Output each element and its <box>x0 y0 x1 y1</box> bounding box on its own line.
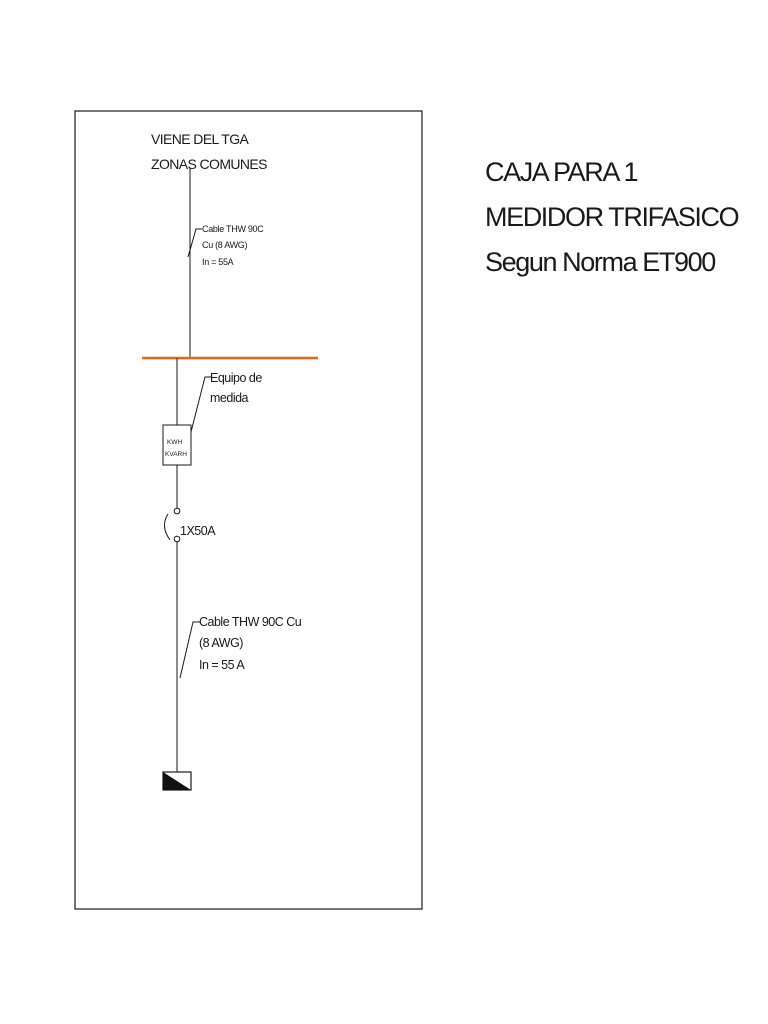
cable-bottom-line2: (8 AWG) <box>199 636 243 650</box>
meter-label-line2: medida <box>210 391 249 405</box>
source-label-line1: VIENE DEL TGA <box>151 131 249 147</box>
meter-label-line1: Equipo de <box>210 371 262 385</box>
meter-unit-kwh: KWH <box>167 439 182 446</box>
meter-unit-kvarh: KVARH <box>165 451 187 458</box>
title-line1: CAJA PARA 1 <box>485 157 638 187</box>
kwh-meter-icon: KWH KVARH <box>162 424 192 466</box>
cable-bottom-line3: In = 55 A <box>199 658 245 672</box>
title-line3: Segun Norma ET900 <box>485 247 715 277</box>
source-label-line2: ZONAS COMUNES <box>151 156 267 172</box>
breaker-icon <box>164 507 181 543</box>
cable-bottom-line1: Cable THW 90C Cu <box>199 615 302 629</box>
cable-top-line3: In = 55A <box>202 257 234 267</box>
cable-top-leader <box>187 228 202 258</box>
drawing-frame <box>74 110 423 910</box>
cable-bottom-leader <box>179 621 200 679</box>
title-line2: MEDIDOR TRIFASICO <box>485 202 739 232</box>
cable-top-line2: Cu (8 AWG) <box>202 240 247 250</box>
breaker-label: 1X50A <box>180 524 216 538</box>
cable-top-line1: Cable THW 90C <box>202 224 264 234</box>
ground-terminal-icon <box>162 771 192 791</box>
meter-leader <box>190 376 211 433</box>
